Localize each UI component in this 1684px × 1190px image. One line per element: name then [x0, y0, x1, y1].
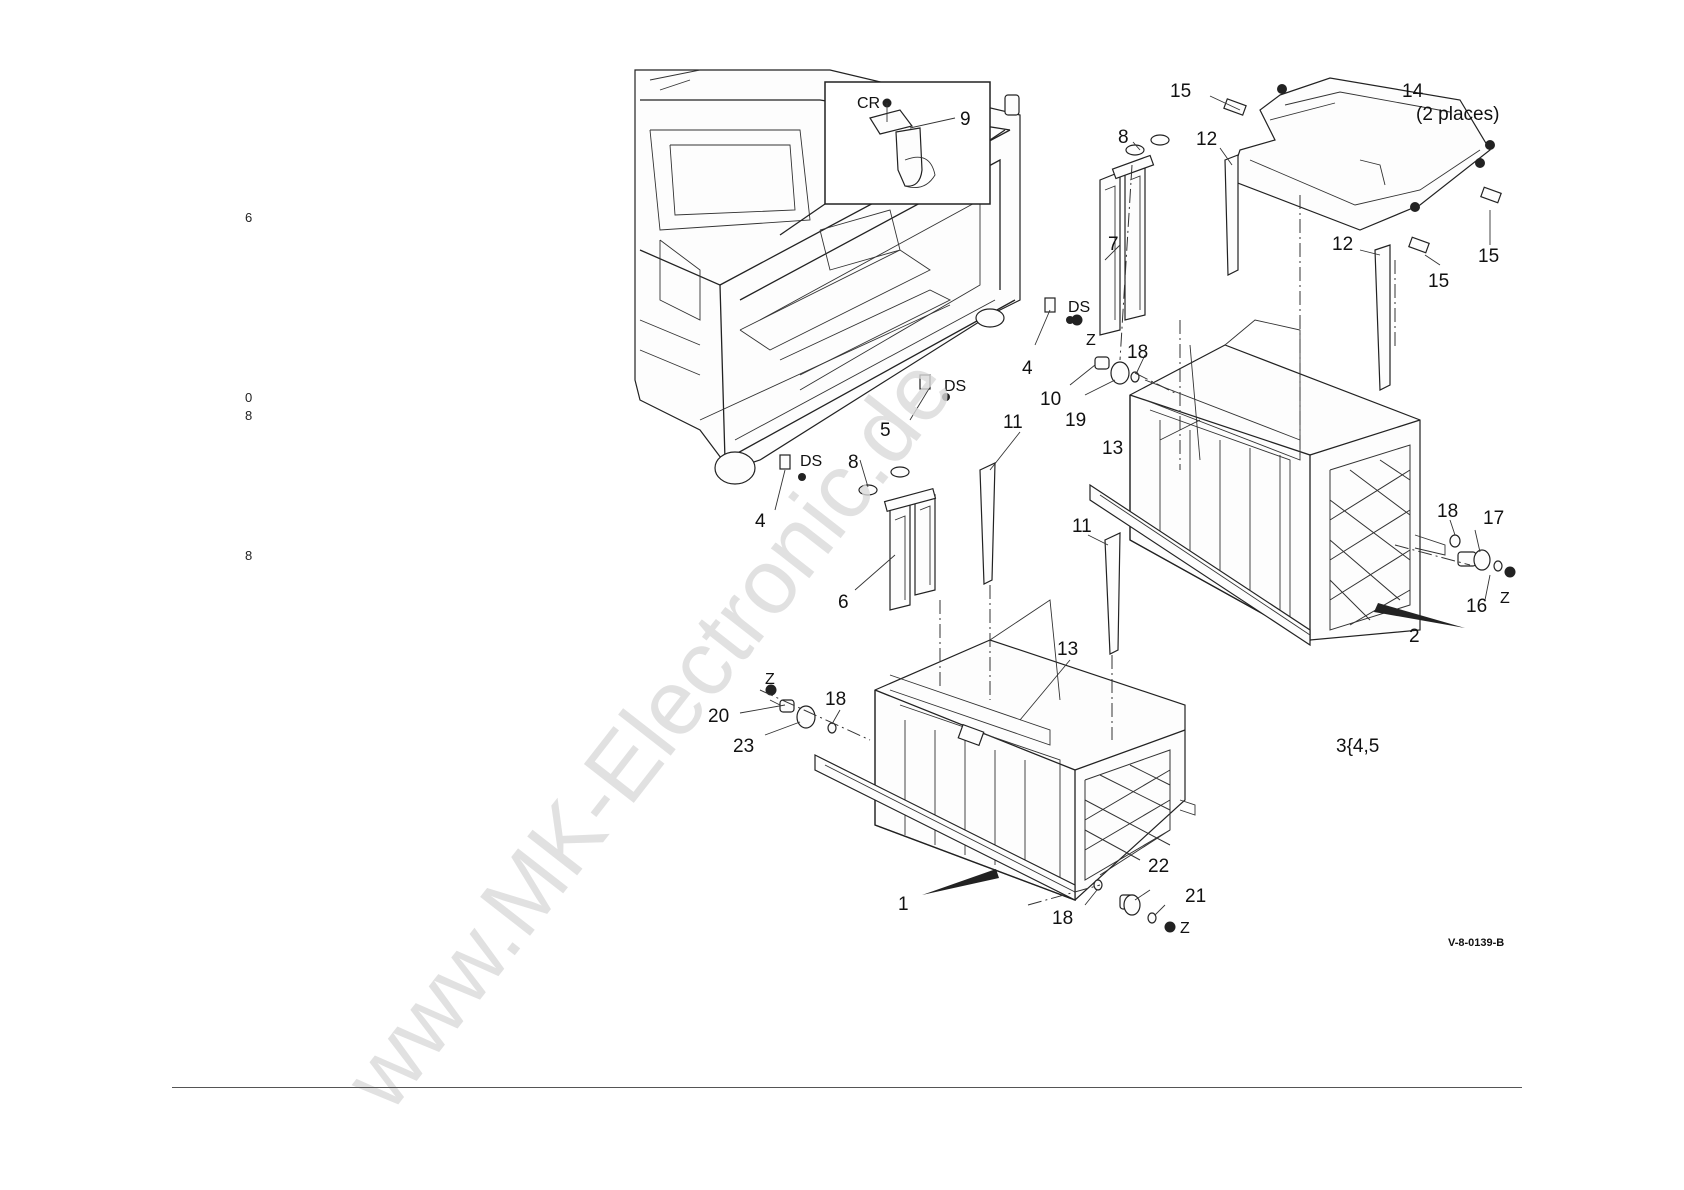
- callout-18: 18: [1437, 501, 1458, 522]
- callout-15: 15: [1428, 271, 1449, 292]
- callout-1: 1: [898, 894, 909, 915]
- callout-23: 23: [733, 736, 754, 757]
- fastener-tag-z: Z: [765, 671, 775, 688]
- callout-10: 10: [1040, 389, 1061, 410]
- callout-22: 22: [1148, 856, 1169, 877]
- callout-18: 18: [1052, 908, 1073, 929]
- callout-15: 15: [1478, 246, 1499, 267]
- lower-tray: [815, 600, 1195, 900]
- callout-8: 8: [1118, 127, 1129, 148]
- callout-12: 12: [1332, 234, 1353, 255]
- callout-12: 12: [1196, 129, 1217, 150]
- knob-assembly-right: [1450, 535, 1516, 578]
- arrow-item-1: [922, 869, 999, 895]
- callout-15: 15: [1170, 81, 1191, 102]
- callout-9: 9: [960, 109, 971, 130]
- callout-13: 13: [1102, 438, 1123, 459]
- callout-17: 17: [1483, 508, 1504, 529]
- callout-11: 11: [1003, 412, 1023, 433]
- fastener-tag-cr: CR: [857, 95, 880, 112]
- callout-16: 16: [1466, 596, 1487, 617]
- callout-11: 11: [1072, 516, 1092, 537]
- callout-19: 19: [1065, 410, 1086, 431]
- callout-7: 7: [1108, 234, 1119, 255]
- callout-4: 4: [1022, 358, 1033, 379]
- callout-6: 6: [838, 592, 849, 613]
- upper-tray: [1090, 320, 1445, 645]
- callout-13: 13: [1057, 639, 1078, 660]
- fastener-tag-z: Z: [1086, 332, 1096, 349]
- callout-2: 2: [1409, 626, 1420, 647]
- callout-21: 21: [1185, 886, 1206, 907]
- fastener-tag-z: Z: [1180, 920, 1190, 937]
- callout-14-note: (2 places): [1416, 104, 1499, 125]
- callout-18: 18: [1127, 342, 1148, 363]
- fastener-tag-z: Z: [1500, 590, 1510, 607]
- callout-18: 18: [825, 689, 846, 710]
- footer-rule: [172, 1087, 1522, 1088]
- figure-id: V-8-0139-B: [1448, 937, 1504, 949]
- fastener-tag-ds: DS: [1068, 299, 1090, 316]
- callout-3: 3{4,5: [1336, 736, 1379, 757]
- callout-14: 14: [1402, 81, 1424, 102]
